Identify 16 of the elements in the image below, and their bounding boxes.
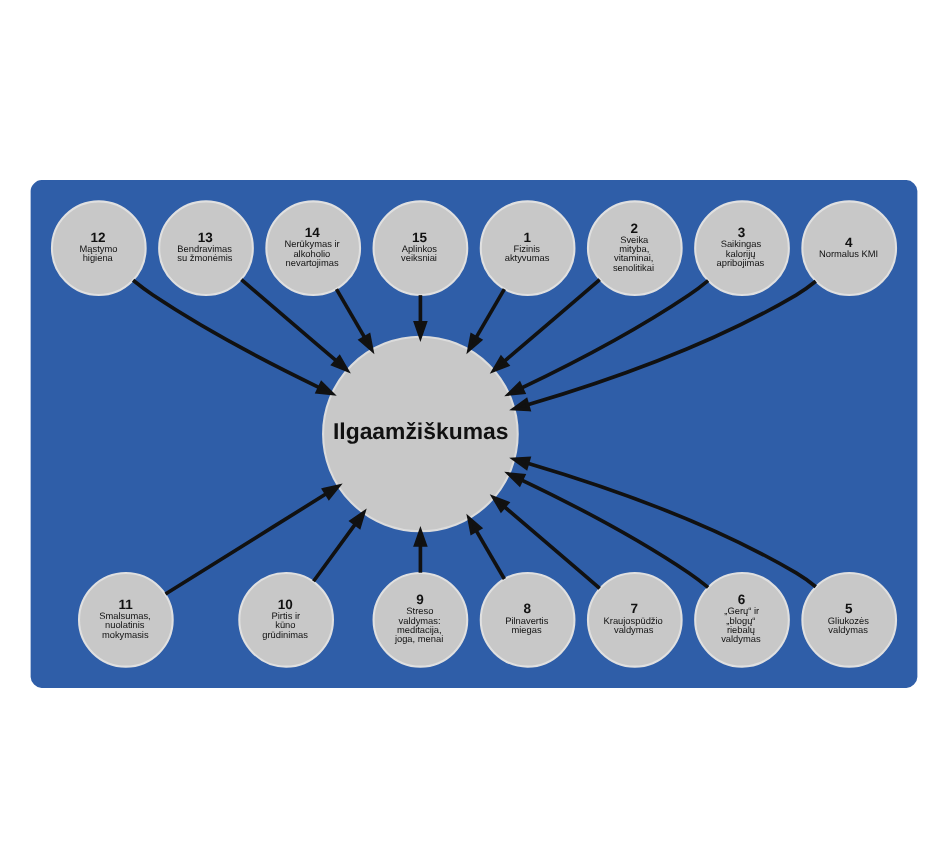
arrow [509,456,817,589]
arrow [413,295,428,342]
arrow [489,494,601,590]
arrow [489,278,601,374]
arrow [509,279,817,412]
arrow [312,508,367,583]
arrow [240,278,351,374]
arrow [131,278,337,396]
arrow [466,288,506,355]
arrow [466,513,506,580]
arrow [413,525,428,573]
arrow [164,483,343,596]
arrow [504,471,710,589]
arrow [334,288,375,355]
cluster [27,176,921,692]
arrow [504,279,710,397]
